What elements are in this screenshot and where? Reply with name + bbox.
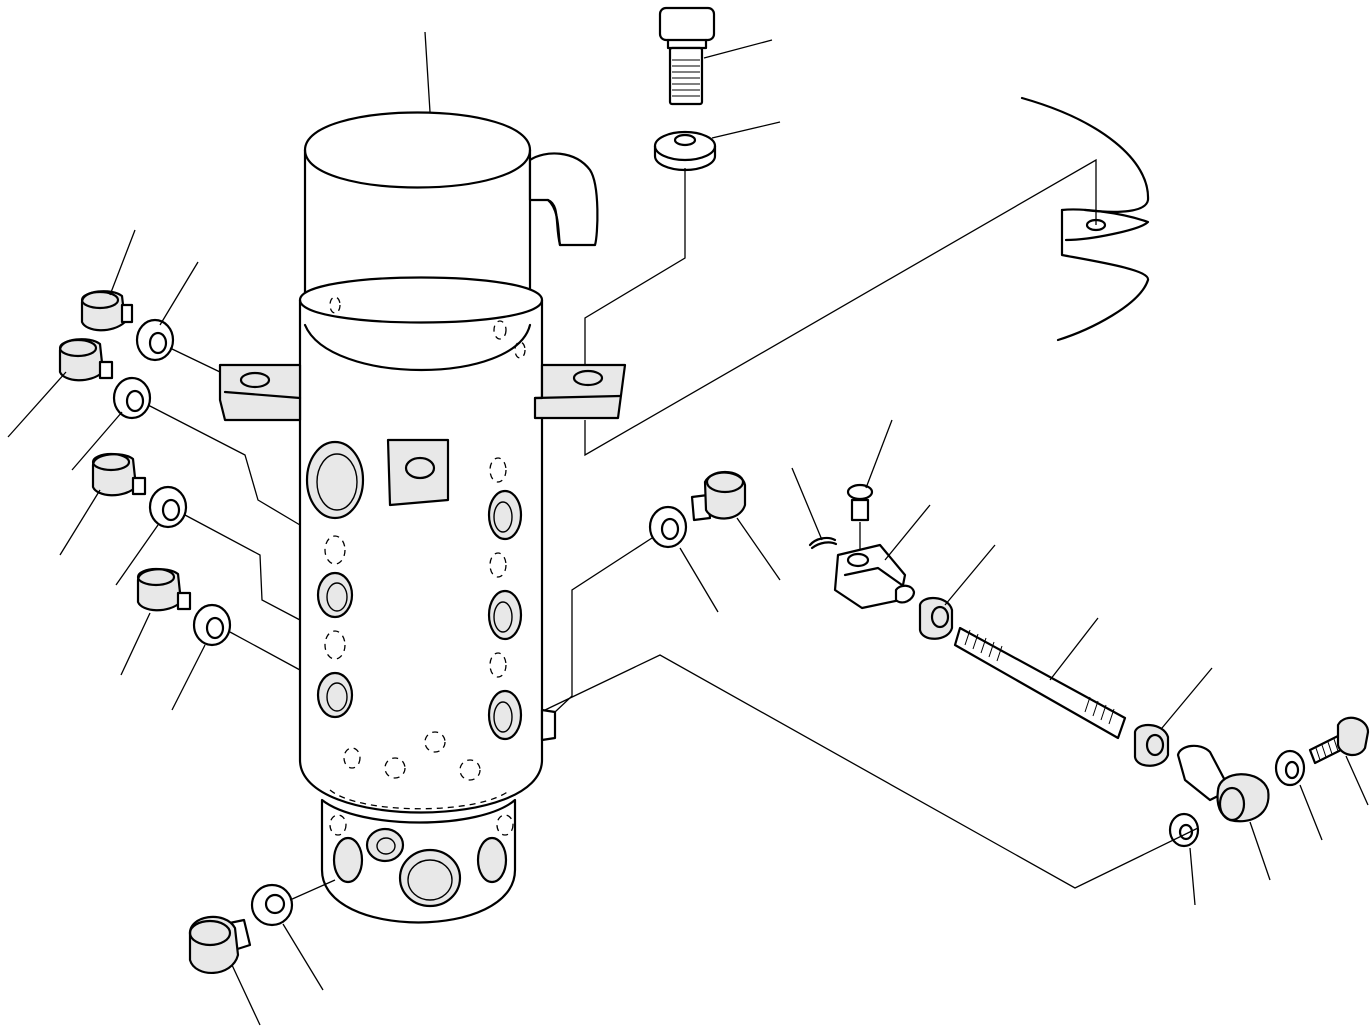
- bottom-washer-label-leader: [282, 923, 324, 991]
- bottom-plug: [188, 915, 252, 974]
- side-plug: [690, 470, 747, 522]
- ball-joint-leader: [1249, 821, 1271, 881]
- side-washer-label-leader: [679, 547, 719, 613]
- clevis: [833, 543, 916, 610]
- ball-washer-leader: [1189, 847, 1196, 906]
- rod-leader: [1049, 617, 1099, 681]
- ball-joint-bolt: [1308, 716, 1370, 765]
- side-plug-label-leader: [736, 517, 781, 581]
- nut1-leader: [944, 544, 996, 606]
- frame-mounting-plate: [1020, 96, 1150, 342]
- ball-bolt-leader: [1345, 755, 1369, 806]
- left-port-2: [316, 671, 354, 719]
- label-leader-1: [109, 229, 136, 296]
- washer-leader: [711, 121, 781, 139]
- left-port-1: [316, 571, 354, 619]
- label-leader-6: [115, 524, 159, 586]
- bolt-leader: [703, 39, 773, 59]
- side-washer: [648, 505, 688, 549]
- plug-3: [91, 452, 147, 497]
- clevis-leader: [884, 504, 931, 561]
- bottom-washer: [250, 883, 294, 927]
- cotter-pin: [808, 536, 838, 550]
- plug3-leader: [184, 514, 301, 621]
- plug2-leader: [147, 404, 301, 526]
- mounting-washer: [653, 130, 717, 172]
- lock-nut-1: [918, 597, 954, 640]
- lock-nut-2: [1133, 724, 1170, 767]
- clevis-pin-leader: [865, 419, 893, 489]
- side-plug-leader: [554, 537, 653, 713]
- swivel-joint-body: [218, 111, 627, 924]
- bottom-port-left: [332, 836, 364, 884]
- plug1-leader: [169, 347, 221, 373]
- label-leader-2: [159, 261, 199, 326]
- plug-2: [58, 338, 114, 382]
- label-leader-4: [71, 411, 123, 471]
- ball-joint: [1176, 744, 1270, 823]
- right-bracket-hole: [572, 369, 604, 387]
- bottom-port-right: [476, 836, 508, 884]
- washer-small-right: [1274, 749, 1306, 787]
- washer-4: [192, 603, 232, 647]
- cotter-pin-leader: [791, 467, 823, 541]
- top-square-boss: [386, 438, 450, 507]
- washer-1: [135, 318, 175, 362]
- left-mount-bracket: [218, 363, 302, 422]
- clevis-pin: [846, 483, 874, 522]
- bottom-plug-label-leader: [231, 964, 261, 1026]
- washer-2: [112, 376, 152, 420]
- plate-leader-line: [584, 158, 1097, 457]
- right-side-fitting: [540, 708, 557, 742]
- large-side-port: [305, 440, 365, 520]
- label-leader-3: [7, 371, 67, 438]
- threaded-rod: [953, 626, 1127, 740]
- washer-small-leader: [1299, 784, 1323, 841]
- plug-4: [136, 567, 192, 612]
- bolt-to-bracket-leader: [584, 168, 686, 372]
- left-bracket-hole: [239, 371, 271, 389]
- ball-joint-to-body-leader: [544, 654, 1199, 889]
- label-leader-5: [59, 489, 101, 556]
- washer-3: [148, 485, 188, 529]
- bottom-port-large: [398, 848, 462, 908]
- bottom-port-small: [365, 827, 405, 863]
- body-leader: [424, 31, 431, 113]
- nut2-leader: [1161, 667, 1213, 729]
- bottom-plug-leader: [289, 879, 336, 901]
- label-leader-8: [171, 644, 206, 711]
- plug4-leader: [229, 631, 301, 671]
- mounting-bolt: [658, 6, 716, 106]
- label-leader-7: [120, 612, 151, 676]
- plug-1: [80, 290, 134, 332]
